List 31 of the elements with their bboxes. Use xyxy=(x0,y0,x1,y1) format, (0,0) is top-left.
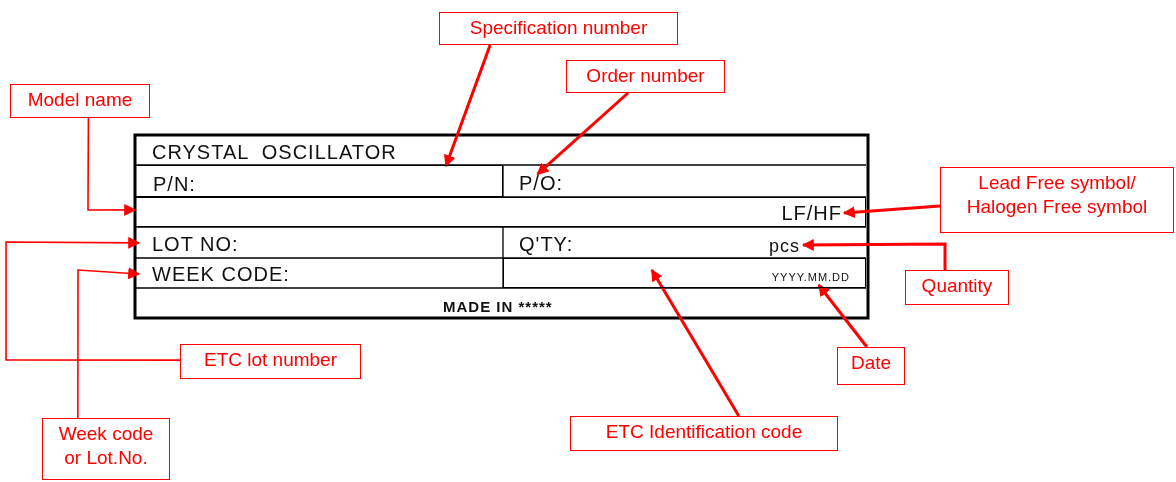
callout-label: Specification number xyxy=(439,12,678,45)
leader-arrow xyxy=(444,44,492,168)
leader-arrow xyxy=(817,284,869,348)
label-text: LOT NO: xyxy=(152,233,239,255)
callout-label: Date xyxy=(837,347,905,385)
label-text: LF/HF xyxy=(781,202,842,224)
callout-label: Order number xyxy=(566,60,725,93)
label-text: Q'TY: xyxy=(519,233,574,255)
leader-arrow xyxy=(842,204,941,219)
leader-arrow xyxy=(77,267,141,419)
callout-label: Quantity xyxy=(905,270,1009,305)
table-cell xyxy=(503,258,866,288)
table-cell xyxy=(135,165,503,197)
label-text: CRYSTAL OSCILLATOR xyxy=(152,141,397,163)
label-text: P/O: xyxy=(519,172,563,194)
callout-label: Model name xyxy=(10,84,150,118)
label-text: MADE IN ***** xyxy=(443,298,553,315)
callout-label: Lead Free symbol/ Halogen Free symbol xyxy=(940,167,1174,233)
leader-arrow xyxy=(650,268,741,417)
leader-arrow xyxy=(87,117,137,216)
label-text: WEEK CODE: xyxy=(152,263,290,285)
callout-label: ETC Identification code xyxy=(570,416,838,451)
leader-arrow xyxy=(5,236,181,361)
callout-label: Week code or Lot.No. xyxy=(42,418,170,480)
leader-arrow xyxy=(801,238,947,270)
label-text: YYYY.MM.DD xyxy=(771,271,850,284)
table-cell xyxy=(135,197,866,227)
leader-arrow xyxy=(536,91,629,176)
label-text: pcs xyxy=(769,236,800,256)
callout-label: ETC lot number xyxy=(180,344,361,379)
label-text: P/N: xyxy=(153,173,196,195)
